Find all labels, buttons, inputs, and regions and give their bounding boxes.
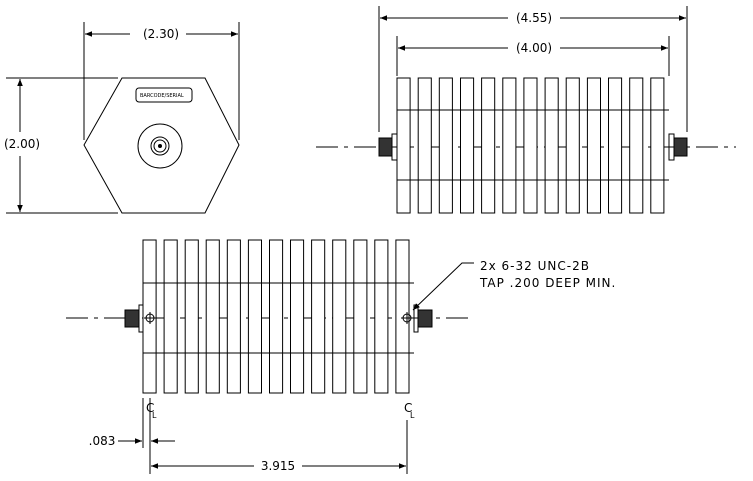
connector-outer-ring <box>137 123 183 169</box>
end-view: (2.30) (2.00) BARCODE/SERIAL <box>2 22 240 214</box>
tap-note-line2: TAP .200 DEEP MIN. <box>479 276 616 290</box>
connector-pin <box>158 144 162 148</box>
connector-inner-ring <box>153 139 167 153</box>
side-overall-dim-text: (4.55) <box>516 11 552 25</box>
side-fin <box>523 77 538 214</box>
bottom-fin <box>247 239 262 394</box>
side-body-dim-text: (4.00) <box>516 41 552 55</box>
barcode-label-text: BARCODE/SERIAL <box>140 93 184 99</box>
note-leader-line <box>412 262 474 311</box>
side-fin <box>586 77 602 214</box>
side-fins <box>396 77 665 214</box>
tap-note-line1: 2x 6-32 UNC-2B <box>480 259 590 273</box>
bottom-fin <box>395 239 410 394</box>
end-height-text-knockout <box>2 136 42 152</box>
bottom-fin <box>163 239 178 394</box>
side-connector-left-body <box>378 137 393 157</box>
bottom-fin <box>311 239 326 394</box>
side-view: (4.55) (4.00) <box>316 6 736 214</box>
bottom-connector-left-flange <box>138 304 144 333</box>
bottom-fin <box>332 239 347 394</box>
hole-spacing-dim-text: 3.915 <box>261 459 295 473</box>
bottom-fin <box>353 239 368 394</box>
hex-body-outline <box>83 77 240 214</box>
connector-flange <box>150 136 170 156</box>
bottom-connector-left-body <box>124 309 140 328</box>
side-fin <box>608 77 623 214</box>
bottom-fin <box>374 239 389 394</box>
bottom-fin <box>184 239 199 394</box>
side-fin <box>481 77 496 214</box>
end-width-dim-text: (2.30) <box>143 27 179 41</box>
bottom-fin <box>269 239 284 394</box>
side-fin <box>565 77 580 214</box>
side-fin <box>396 77 411 214</box>
side-connector-left-flange <box>391 133 398 161</box>
side-fin <box>438 77 453 214</box>
centerline-symbol-right: C <box>404 401 412 415</box>
side-fin <box>460 77 475 214</box>
side-connector-right-body <box>673 137 688 157</box>
side-fin <box>544 77 559 214</box>
bottom-view: 2x 6-32 UNC-2B TAP .200 DEEP MIN. C L C … <box>66 239 616 474</box>
side-fin <box>650 77 665 214</box>
bottom-fin <box>205 239 220 394</box>
side-connector-right-flange <box>668 133 675 161</box>
bottom-fin <box>226 239 241 394</box>
bottom-fins <box>142 239 410 394</box>
centerline-symbol-right-sub: L <box>410 411 415 420</box>
edge-offset-dim-text: .083 <box>89 434 116 448</box>
side-fin <box>417 77 432 214</box>
centerline-symbol-left-sub: L <box>152 411 157 420</box>
side-fin <box>502 77 517 214</box>
end-height-dim-text: (2.00) <box>4 137 40 151</box>
side-fin <box>629 77 644 214</box>
bottom-fin <box>290 239 305 394</box>
barcode-label-plate <box>135 87 193 103</box>
bottom-connector-right-body <box>417 309 433 328</box>
